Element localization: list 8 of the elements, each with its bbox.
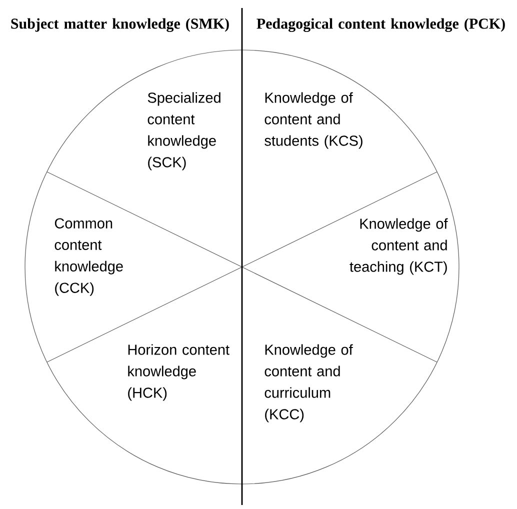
sector-label: Specialized content knowledge (SCK) — [148, 92, 220, 170]
sector-label: Horizon content knowledge (HCK) — [128, 344, 230, 401]
sector-label: Common content knowledge (CCK) — [54, 218, 123, 296]
column-heading: Pedagogical content knowledge (PCK) — [256, 18, 505, 32]
sector-label: Knowledge of content and students (KCS) — [264, 92, 362, 149]
column-heading: Subject matter knowledge (SMK) — [11, 18, 229, 32]
sector-label: Knowledge of content and curriculum (KCC) — [264, 344, 353, 422]
sector-label: Knowledge of content and teaching (KCT) — [350, 218, 448, 275]
